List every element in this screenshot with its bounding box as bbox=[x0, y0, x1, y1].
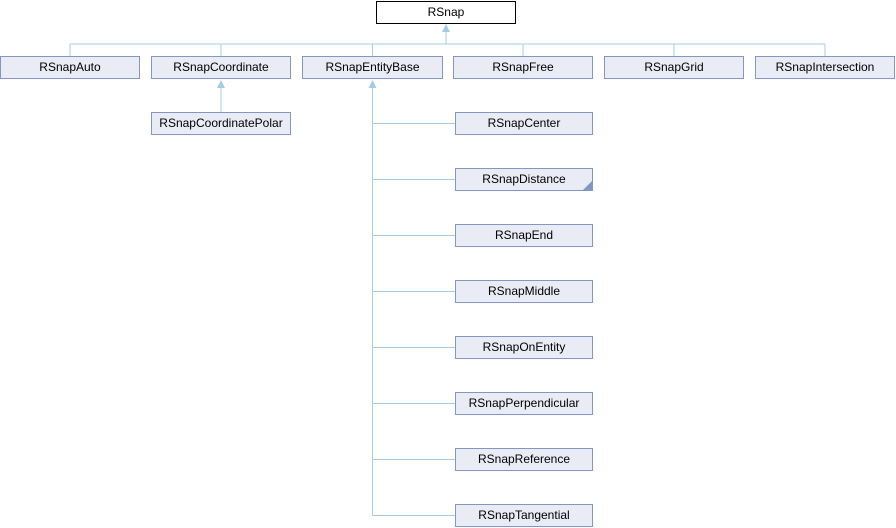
arrowhead-to-rsnap bbox=[442, 24, 450, 32]
class-node-rsnapentitybase[interactable]: RSnapEntityBase bbox=[302, 56, 443, 79]
class-node-rsnapfree[interactable]: RSnapFree bbox=[453, 56, 593, 79]
class-node-rsnapcoordinatepolar[interactable]: RSnapCoordinatePolar bbox=[151, 112, 291, 135]
class-name-label: RSnapTangential bbox=[478, 508, 570, 522]
class-name-label: RSnapIntersection bbox=[775, 60, 875, 74]
class-node-rsnapintersection[interactable]: RSnapIntersection bbox=[755, 56, 895, 79]
class-node-rsnapcenter[interactable]: RSnapCenter bbox=[455, 112, 593, 135]
class-name-label: RSnapFree bbox=[492, 60, 554, 74]
class-name-label: RSnapOnEntity bbox=[482, 340, 566, 354]
class-node-rsnapmiddle[interactable]: RSnapMiddle bbox=[455, 280, 593, 303]
class-name-label: RSnap bbox=[427, 5, 465, 19]
arrowhead-to-rsnapentitybase bbox=[368, 80, 377, 88]
class-node-rsnapend[interactable]: RSnapEnd bbox=[455, 224, 593, 247]
class-name-label: RSnapEntityBase bbox=[325, 60, 420, 74]
class-name-label: RSnapCenter bbox=[487, 116, 561, 130]
class-name-label: RSnapAuto bbox=[39, 60, 101, 74]
class-node-rsnapreference[interactable]: RSnapReference bbox=[455, 448, 593, 471]
class-name-label: RSnapReference bbox=[477, 452, 571, 466]
class-name-label: RSnapPerpendicular bbox=[468, 396, 580, 410]
edge-bus-stubs bbox=[69, 44, 826, 56]
class-name-label: RSnapEnd bbox=[494, 228, 554, 242]
class-node-rsnapperpendicular[interactable]: RSnapPerpendicular bbox=[455, 392, 593, 415]
class-name-label: RSnapCoordinate bbox=[173, 60, 269, 74]
class-node-rsnaponentity[interactable]: RSnapOnEntity bbox=[455, 336, 593, 359]
hidden-subclasses-corner-icon bbox=[583, 181, 592, 190]
class-name-label: RSnapMiddle bbox=[487, 284, 561, 298]
class-node-rsnapauto[interactable]: RSnapAuto bbox=[0, 56, 140, 79]
arrowhead-to-rsnapcoordinate bbox=[217, 80, 225, 88]
class-node-rsnaptangential[interactable]: RSnapTangential bbox=[455, 504, 593, 527]
class-name-label: RSnapGrid bbox=[644, 60, 704, 74]
class-name-label: RSnapCoordinatePolar bbox=[159, 116, 283, 130]
class-name-label: RSnapDistance bbox=[482, 172, 566, 186]
class-node-rsnapcoordinate[interactable]: RSnapCoordinate bbox=[151, 56, 291, 79]
class-node-rsnap: RSnap bbox=[376, 1, 516, 24]
class-node-rsnapdistance[interactable]: RSnapDistance bbox=[455, 168, 593, 191]
class-node-rsnapgrid[interactable]: RSnapGrid bbox=[604, 56, 744, 79]
edge-entitybase-branches bbox=[372, 123, 455, 516]
